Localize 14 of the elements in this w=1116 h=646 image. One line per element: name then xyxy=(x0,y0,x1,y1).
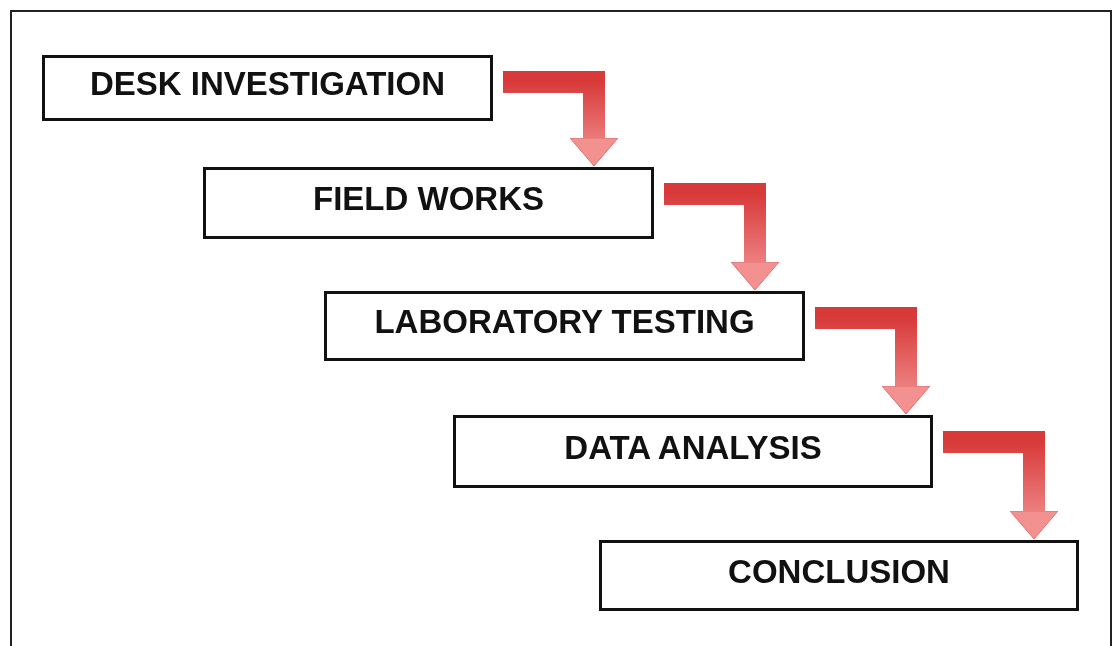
step-label: FIELD WORKS xyxy=(313,180,544,218)
process-box xyxy=(599,540,1079,611)
step-label: CONCLUSION xyxy=(728,552,950,591)
process-box xyxy=(203,167,654,239)
process-box xyxy=(324,291,805,361)
process-box xyxy=(42,55,493,121)
elbow-arrow xyxy=(664,183,780,291)
step-label: LABORATORY TESTING xyxy=(374,303,755,341)
elbow-arrow xyxy=(815,307,931,415)
process-box xyxy=(453,415,933,488)
elbow-arrow xyxy=(943,431,1059,540)
elbow-arrow xyxy=(503,71,619,167)
step-label: DESK INVESTIGATION xyxy=(89,65,446,103)
step-label: DATA ANALYSIS xyxy=(564,428,822,467)
